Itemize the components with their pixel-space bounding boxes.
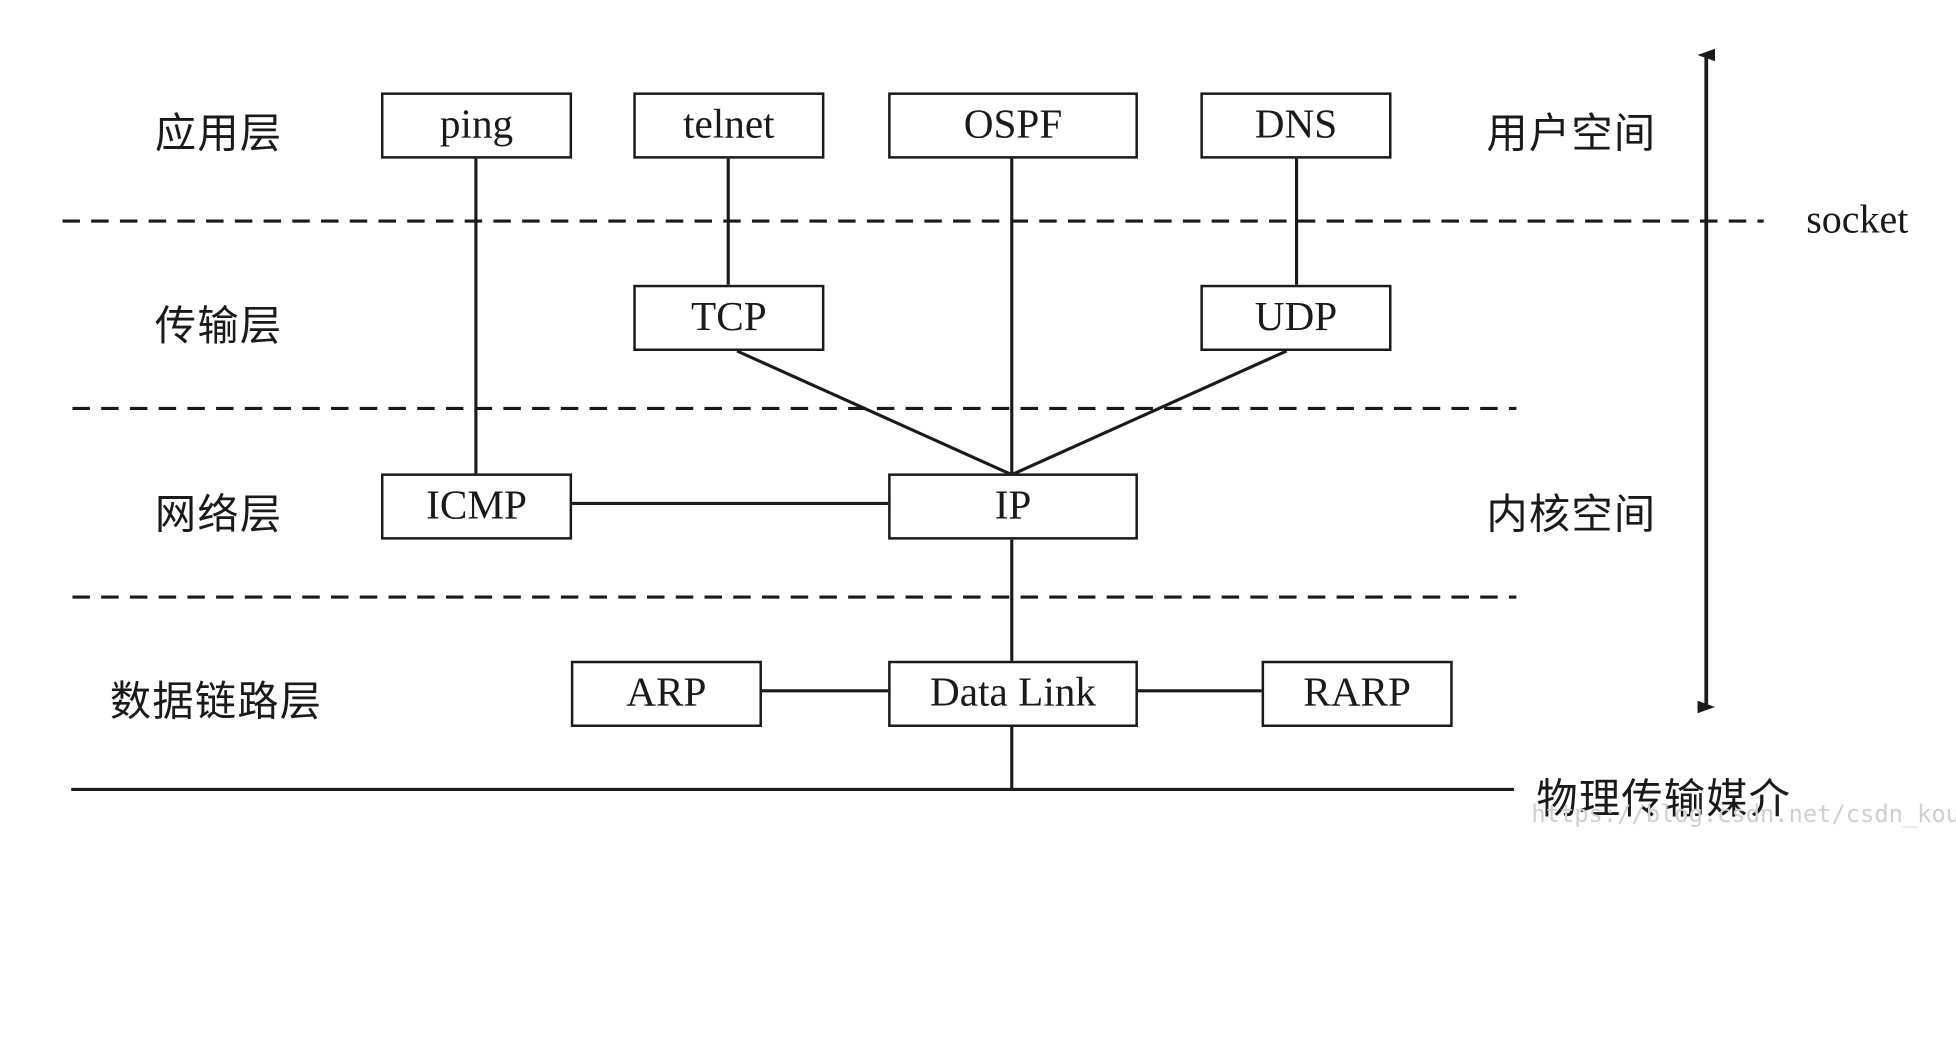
- protocol-box-ip: IP: [888, 473, 1138, 540]
- protocol-box-ping: ping: [380, 92, 573, 159]
- connector-layer: [62, 48, 1764, 791]
- layer-label-transport: 传输层: [154, 301, 283, 350]
- protocol-box-rarp: RARP: [1261, 660, 1453, 727]
- diagram-stage: 应用层 传输层 网络层 数据链路层 ping telnet OSPF DNS T…: [62, 48, 1956, 829]
- connector-tcp-ip: [736, 349, 1013, 477]
- watermark-text: https://blog.csdn.net/csdn_kou: [1531, 800, 1956, 829]
- protocol-box-ospf: OSPF: [888, 92, 1138, 159]
- protocol-box-arp: ARP: [570, 660, 762, 727]
- protocol-box-icmp: ICMP: [380, 473, 573, 540]
- socket-boundary-label: socket: [1806, 196, 1909, 242]
- protocol-box-tcp: TCP: [633, 284, 825, 351]
- space-label-user: 用户空间: [1486, 108, 1657, 158]
- protocol-box-telnet: telnet: [633, 92, 825, 159]
- protocol-box-datalink: Data Link: [888, 660, 1138, 727]
- physical-medium-label: 物理传输媒介: [1533, 765, 1794, 826]
- protocol-box-dns: DNS: [1200, 92, 1392, 159]
- layer-label-application: 应用层: [154, 108, 283, 158]
- connector-udp-ip: [1011, 349, 1288, 477]
- layer-label-datalink: 数据链路层: [109, 677, 323, 726]
- space-label-kernel: 内核空间: [1486, 489, 1657, 539]
- protocol-box-udp: UDP: [1200, 284, 1392, 351]
- layer-label-network: 网络层: [154, 489, 283, 539]
